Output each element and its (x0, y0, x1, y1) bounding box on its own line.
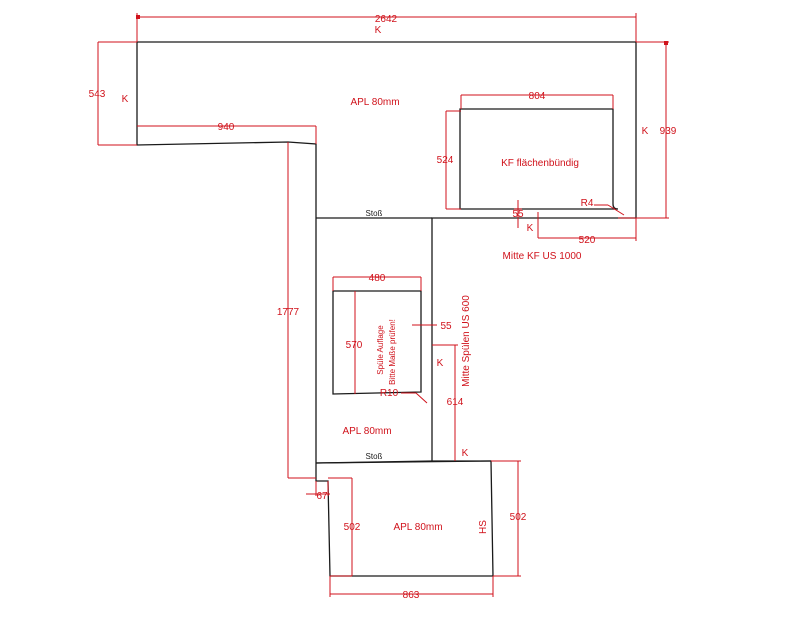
edge-mark-right: K (642, 126, 649, 137)
sink-gap-label: 55 (440, 321, 452, 332)
dimension-sink-depth: 570 (346, 291, 363, 394)
hob-gap-label: 55 (512, 209, 524, 220)
dimension-sink-offset: 614 (432, 344, 464, 461)
edge-mark-sink: K (437, 358, 444, 369)
sink-cutout (332, 290, 422, 395)
sink-center-label: Mitte Spülen US 600 (461, 295, 472, 387)
sink-width-label: 480 (369, 273, 386, 284)
top-depth-label: 543 (89, 89, 106, 100)
hob-radius-callout: R4 (581, 198, 625, 216)
dimension-inner-width: 940 (137, 122, 317, 144)
joint-label-lower: Stoß (366, 452, 383, 461)
hs-mark: HS (478, 520, 489, 534)
bottom-depth-left-label: 502 (344, 522, 361, 533)
hob-width-label: 804 (529, 91, 546, 102)
edge-mark-hob: K (527, 223, 534, 234)
inner-width-label: 940 (218, 122, 235, 133)
sink-note: Bitte Maße prüfen! (388, 319, 397, 385)
overall-width-label: 2642 (375, 14, 398, 25)
dimension-overall-width: 2642 (136, 13, 637, 42)
hob-cutout (459, 108, 619, 210)
worktop-label-bottom: APL 80mm (393, 522, 442, 533)
dimension-sink-gap: 55 (412, 321, 452, 332)
worktop-outline (136, 41, 637, 577)
hob-center-label: Mitte KF US 1000 (503, 251, 582, 262)
leg-offset-label: 67 (316, 491, 328, 502)
hob-depth-label: 524 (437, 155, 454, 166)
worktop-label-middle: APL 80mm (342, 426, 391, 437)
edge-mark-lower: K (462, 448, 469, 459)
dimension-bottom-depth-right: 502 (491, 460, 527, 577)
sink-offset-label: 614 (447, 397, 464, 408)
edge-mark-left: K (122, 94, 129, 105)
dimension-hob-width: 804 (460, 91, 614, 109)
dimension-bottom-width: 863 (329, 576, 494, 601)
sink-depth-label: 570 (346, 340, 363, 351)
left-leg-label: 1777 (277, 307, 300, 318)
joint-label-top: Stoß (366, 209, 383, 218)
dimension-hob-right-offset: 520 (537, 212, 637, 246)
hob-right-offset-label: 520 (579, 235, 596, 246)
hob-label: KF flächenbündig (501, 158, 579, 169)
dimension-leg-offset: 67 (306, 481, 330, 502)
joint-line-lower (315, 460, 492, 464)
sink-radius-callout: R10 (380, 388, 428, 404)
dimension-sink-width: 480 (332, 273, 422, 291)
overall-height-label: 939 (660, 126, 677, 137)
sink-label: Spüle Auflage (376, 325, 385, 375)
dimension-left-leg: 1777 (277, 142, 316, 479)
dimension-overall-height: 939 (618, 41, 677, 219)
bottom-width-label: 863 (403, 590, 420, 601)
dimension-hob-depth: 524 (437, 110, 461, 210)
sink-radius-label: R10 (380, 388, 399, 399)
dimension-hob-gap: 55 (512, 200, 524, 228)
dimension-bottom-depth-left: 502 (328, 477, 361, 577)
hob-radius-label: R4 (581, 198, 594, 209)
dimension-top-depth: 543 (89, 41, 137, 146)
worktop-label-top: APL 80mm (350, 97, 399, 108)
bottom-depth-right-label: 502 (510, 512, 527, 523)
edge-mark-top: K (375, 25, 382, 36)
